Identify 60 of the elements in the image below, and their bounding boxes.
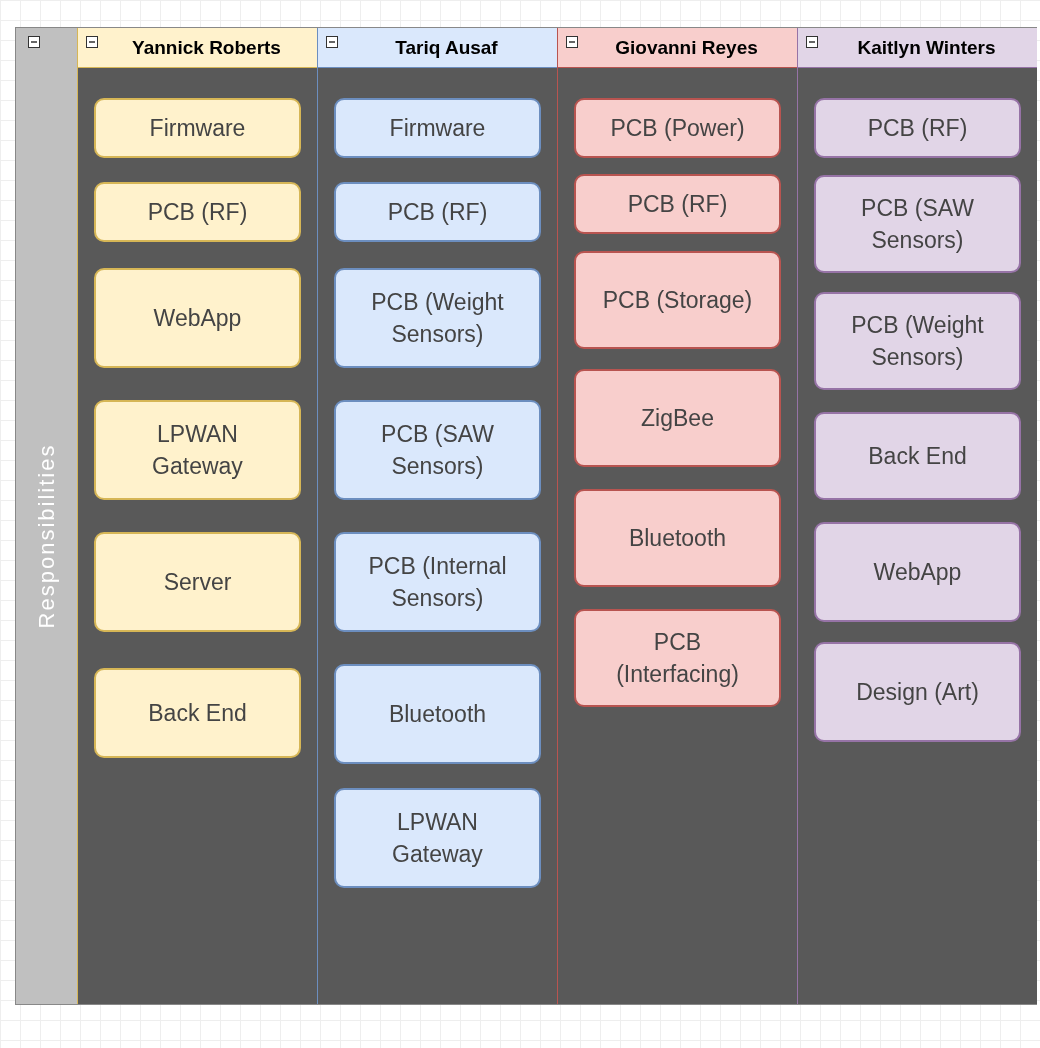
task-box xyxy=(814,522,1021,622)
task-box xyxy=(94,400,301,500)
task-box xyxy=(94,668,301,758)
task-box xyxy=(334,98,541,158)
task-label: PCB (Internal Sensors) xyxy=(367,552,508,613)
task-box xyxy=(814,98,1021,158)
task-box xyxy=(574,489,781,587)
task-box xyxy=(334,182,541,242)
task-label: PCB (RF) xyxy=(867,114,968,143)
task-box xyxy=(334,788,541,888)
task-label: PCB (Storage) xyxy=(602,286,753,315)
task-label: WebApp xyxy=(873,558,962,587)
task-label: PCB (Interfacing) xyxy=(615,628,740,689)
task-box xyxy=(94,532,301,632)
swimlane xyxy=(797,28,1037,1004)
task-label: PCB (RF) xyxy=(627,190,728,219)
task-box xyxy=(94,182,301,242)
task-box xyxy=(574,174,781,234)
task-box xyxy=(814,175,1021,273)
lane-title: Giovanni Reyes xyxy=(614,37,759,59)
task-label: Design (Art) xyxy=(856,678,979,707)
task-label: LPWAN Gateway xyxy=(151,420,244,481)
pool-title: Responsibilities xyxy=(34,443,60,629)
task-label: LPWAN Gateway xyxy=(391,808,484,869)
swimlane xyxy=(77,28,317,1004)
task-label: PCB (Power) xyxy=(610,114,745,143)
task-box xyxy=(814,642,1021,742)
swimlane xyxy=(317,28,557,1004)
task-label: WebApp xyxy=(153,304,242,333)
task-box xyxy=(814,412,1021,500)
task-box xyxy=(574,369,781,467)
task-label: Back End xyxy=(868,442,967,471)
task-box xyxy=(574,609,781,707)
swimlane xyxy=(557,28,797,1004)
task-label: PCB (RF) xyxy=(147,198,248,227)
swimlane-pool xyxy=(15,27,1037,1005)
lane-title: Tariq Ausaf xyxy=(394,37,499,59)
lane-title: Yannick Roberts xyxy=(131,37,282,59)
lane-title: Kaitlyn Winters xyxy=(856,37,997,59)
task-label: PCB (Weight Sensors) xyxy=(370,288,505,349)
task-box xyxy=(814,292,1021,390)
task-label: Firmware xyxy=(149,114,246,143)
task-label: Bluetooth xyxy=(628,524,727,553)
task-box xyxy=(334,400,541,500)
task-label: Bluetooth xyxy=(388,700,487,729)
task-box xyxy=(94,268,301,368)
task-box xyxy=(574,98,781,158)
task-box xyxy=(334,664,541,764)
task-label: PCB (SAW Sensors) xyxy=(380,420,495,481)
task-label: ZigBee xyxy=(641,404,714,433)
task-box xyxy=(94,98,301,158)
task-box xyxy=(334,268,541,368)
task-label: Firmware xyxy=(389,114,486,143)
task-label: PCB (SAW Sensors) xyxy=(860,194,975,255)
task-label: Server xyxy=(163,568,232,597)
task-label: PCB (RF) xyxy=(387,198,488,227)
task-box xyxy=(334,532,541,632)
task-label: Back End xyxy=(148,699,247,728)
task-box xyxy=(574,251,781,349)
task-label: PCB (Weight Sensors) xyxy=(850,311,985,372)
